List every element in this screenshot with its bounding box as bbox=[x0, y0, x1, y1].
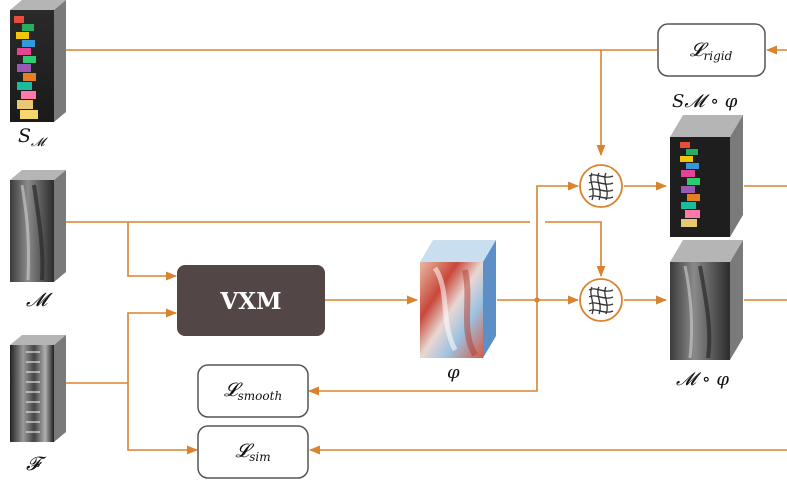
junction-dot bbox=[534, 297, 540, 303]
deformation-field-cube bbox=[420, 240, 496, 358]
fixed-vertebrae-icon bbox=[26, 351, 40, 433]
moving-to-vxm bbox=[127, 222, 178, 281]
warped-moving-label: 𝓜 ∘ φ bbox=[676, 369, 729, 390]
vxm-label: VXM bbox=[219, 288, 281, 315]
loss-sim-box: 𝓛sim bbox=[197, 425, 309, 479]
spine-segmentation-icon bbox=[14, 16, 38, 119]
vxm-box bbox=[177, 265, 325, 336]
field-to-warp1 bbox=[536, 181, 580, 300]
warped-spine-segmentation-icon bbox=[680, 142, 700, 227]
field-label: φ bbox=[447, 362, 460, 383]
loss-rigid-box: 𝓛rigid bbox=[657, 23, 766, 77]
warp-operator-seg bbox=[579, 164, 623, 208]
moving-input-cube bbox=[10, 170, 66, 282]
field-to-smooth bbox=[307, 300, 538, 396]
warp-grid-icon bbox=[588, 172, 614, 201]
fixed-input-cube bbox=[10, 335, 66, 442]
warp-grid-icon bbox=[588, 286, 614, 315]
fixed-input-label: 𝓕 bbox=[26, 453, 47, 475]
seg-input-cube bbox=[10, 0, 66, 122]
moving-to-warp2 bbox=[545, 221, 606, 278]
fixed-to-vxm bbox=[127, 308, 178, 383]
warped-seg-cube bbox=[670, 115, 743, 237]
warped-moving-cube bbox=[670, 240, 743, 360]
loss-smooth-box: 𝓛smooth bbox=[197, 364, 309, 418]
connectors bbox=[65, 45, 787, 455]
warped-seg-label: S𝓜 ∘ φ bbox=[672, 91, 738, 112]
fixed-to-sim bbox=[127, 383, 199, 455]
warp-operator-image bbox=[579, 278, 623, 322]
moving-input-label: 𝓜 bbox=[26, 289, 53, 311]
seg-input-label: S𝓜 bbox=[18, 125, 48, 149]
